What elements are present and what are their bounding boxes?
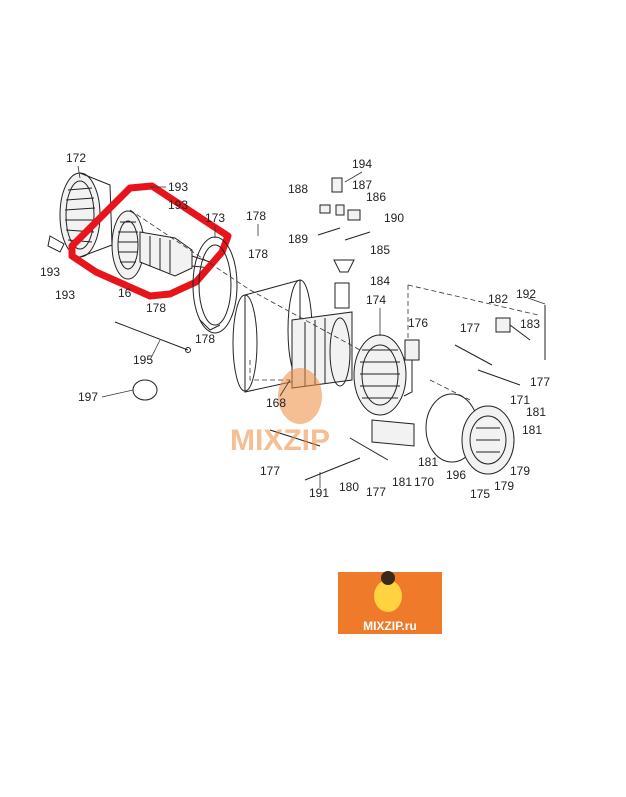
callout-193: 193 bbox=[55, 288, 75, 302]
callout-181: 181 bbox=[522, 423, 542, 437]
callout-180: 180 bbox=[339, 480, 359, 494]
part-184-sleeve bbox=[334, 282, 350, 309]
callout-175: 175 bbox=[470, 487, 490, 501]
leader-lines bbox=[77, 165, 546, 488]
callout-184: 184 bbox=[370, 274, 390, 288]
callout-177: 177 bbox=[460, 321, 480, 335]
callout-185: 185 bbox=[370, 243, 390, 257]
part-stator-core bbox=[291, 311, 353, 389]
small-hardware-group bbox=[317, 177, 371, 241]
part-197-o-ring bbox=[132, 379, 158, 401]
callout-179: 179 bbox=[510, 464, 530, 478]
callout-179: 179 bbox=[494, 479, 514, 493]
alignment-lines bbox=[129, 209, 539, 401]
callout-197: 197 bbox=[78, 390, 98, 404]
callout-176: 176 bbox=[408, 316, 428, 330]
watermark-badge: MIXZIP.ru bbox=[338, 571, 442, 634]
part-195-tie-rod bbox=[114, 321, 189, 351]
callout-193: 193 bbox=[168, 198, 188, 212]
callout-178: 178 bbox=[248, 247, 268, 261]
callout-170: 170 bbox=[414, 475, 434, 489]
svg-text:MIXZIP: MIXZIP bbox=[230, 424, 330, 457]
callout-193: 193 bbox=[40, 265, 60, 279]
part-176-brush-holder bbox=[404, 339, 420, 361]
callout-labels: 172 193 193 193 193 173 178 178 178 178 … bbox=[40, 151, 550, 501]
callout-182: 182 bbox=[488, 292, 508, 306]
part-185-cone bbox=[333, 259, 355, 273]
callout-177: 177 bbox=[530, 375, 550, 389]
parts-drawing bbox=[47, 172, 546, 481]
callout-173: 173 bbox=[205, 211, 225, 225]
callout-16: 16 bbox=[118, 286, 132, 300]
callout-193: 193 bbox=[168, 180, 188, 194]
svg-text:MIXZIP.ru: MIXZIP.ru bbox=[363, 619, 417, 633]
callout-177: 177 bbox=[260, 464, 280, 478]
callout-178: 178 bbox=[195, 332, 215, 346]
part-rotor-fan-assembly bbox=[111, 210, 211, 280]
callout-181: 181 bbox=[392, 475, 412, 489]
callout-188: 188 bbox=[288, 182, 308, 196]
callout-178: 178 bbox=[246, 209, 266, 223]
callout-172: 172 bbox=[66, 151, 86, 165]
callout-196: 196 bbox=[446, 468, 466, 482]
callout-178: 178 bbox=[146, 301, 166, 315]
part-182-terminal bbox=[495, 305, 546, 360]
part-175-end-cover bbox=[461, 405, 515, 475]
callout-189: 189 bbox=[288, 232, 308, 246]
part-174-end-bracket bbox=[353, 334, 413, 416]
part-170-bracket bbox=[371, 419, 415, 447]
callout-192: 192 bbox=[516, 287, 536, 301]
callout-168: 168 bbox=[266, 396, 286, 410]
callout-194: 194 bbox=[352, 157, 372, 171]
callout-181: 181 bbox=[418, 455, 438, 469]
callout-177: 177 bbox=[366, 485, 386, 499]
callout-174: 174 bbox=[366, 293, 386, 307]
highlight-outline bbox=[68, 182, 232, 300]
callout-183: 183 bbox=[520, 317, 540, 331]
callout-171: 171 bbox=[510, 393, 530, 407]
callout-190: 190 bbox=[384, 211, 404, 225]
callout-181: 181 bbox=[526, 405, 546, 419]
callout-187: 187 bbox=[352, 178, 372, 192]
callout-195: 195 bbox=[133, 353, 153, 367]
part-173-housing bbox=[192, 236, 238, 334]
callout-191: 191 bbox=[309, 486, 329, 500]
callout-186: 186 bbox=[366, 190, 386, 204]
